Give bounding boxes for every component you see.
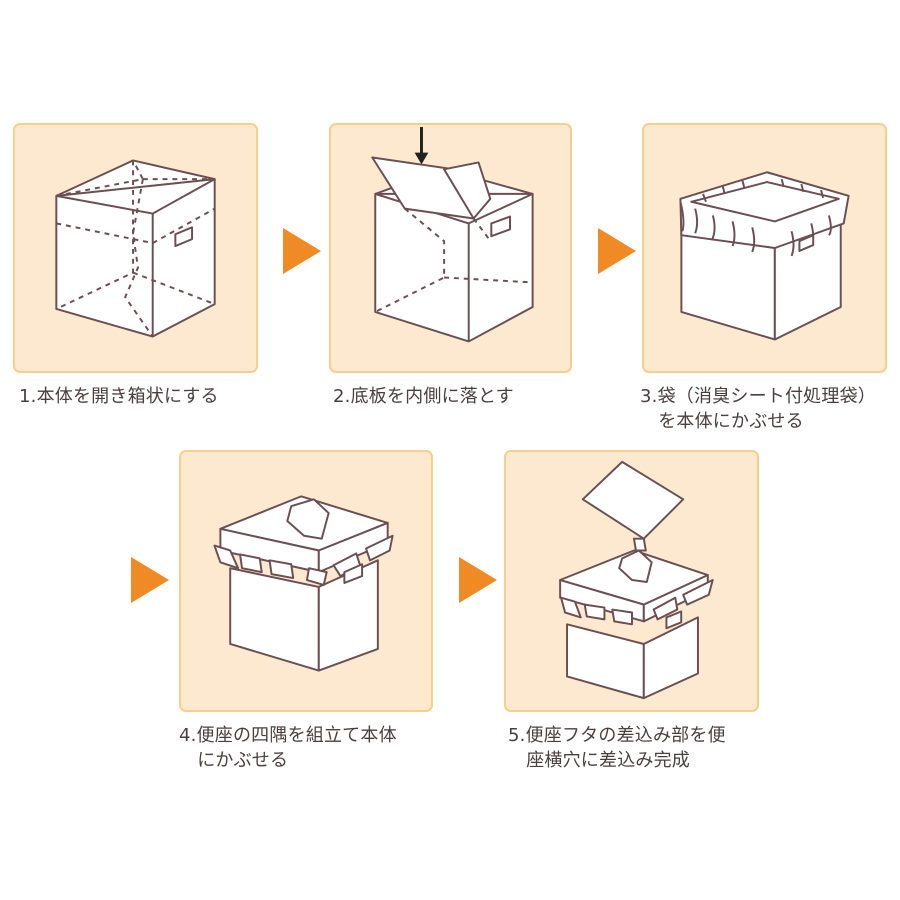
box-bottom-fold-illustration bbox=[371, 127, 534, 343]
step3-panel bbox=[642, 123, 887, 373]
step1-caption: 1.本体を開き箱状にする bbox=[19, 386, 219, 407]
step4-panel bbox=[179, 450, 433, 712]
step1-panel bbox=[13, 123, 258, 373]
step4-caption: 4.便座の四隅を組立て本体 にかぶせる bbox=[179, 725, 397, 771]
arrow-right-icon bbox=[131, 557, 169, 603]
box-with-seat-illustration bbox=[213, 495, 394, 672]
open-box-illustration bbox=[55, 159, 216, 338]
completed-toilet-illustration bbox=[559, 460, 714, 700]
step5-caption: 5.便座フタの差込み部を便 座横穴に差込み完成 bbox=[508, 725, 726, 771]
step3-caption: 3.袋（消臭シート付処理袋） を本体にかぶせる bbox=[640, 386, 876, 432]
step5-panel bbox=[504, 450, 759, 712]
arrow-right-icon bbox=[283, 228, 321, 274]
step2-caption: 2.底板を内側に落とす bbox=[333, 386, 514, 407]
arrow-right-icon bbox=[598, 228, 636, 274]
step2-panel bbox=[329, 123, 572, 373]
arrow-right-icon bbox=[459, 557, 497, 603]
box-with-bag-illustration bbox=[679, 171, 850, 341]
